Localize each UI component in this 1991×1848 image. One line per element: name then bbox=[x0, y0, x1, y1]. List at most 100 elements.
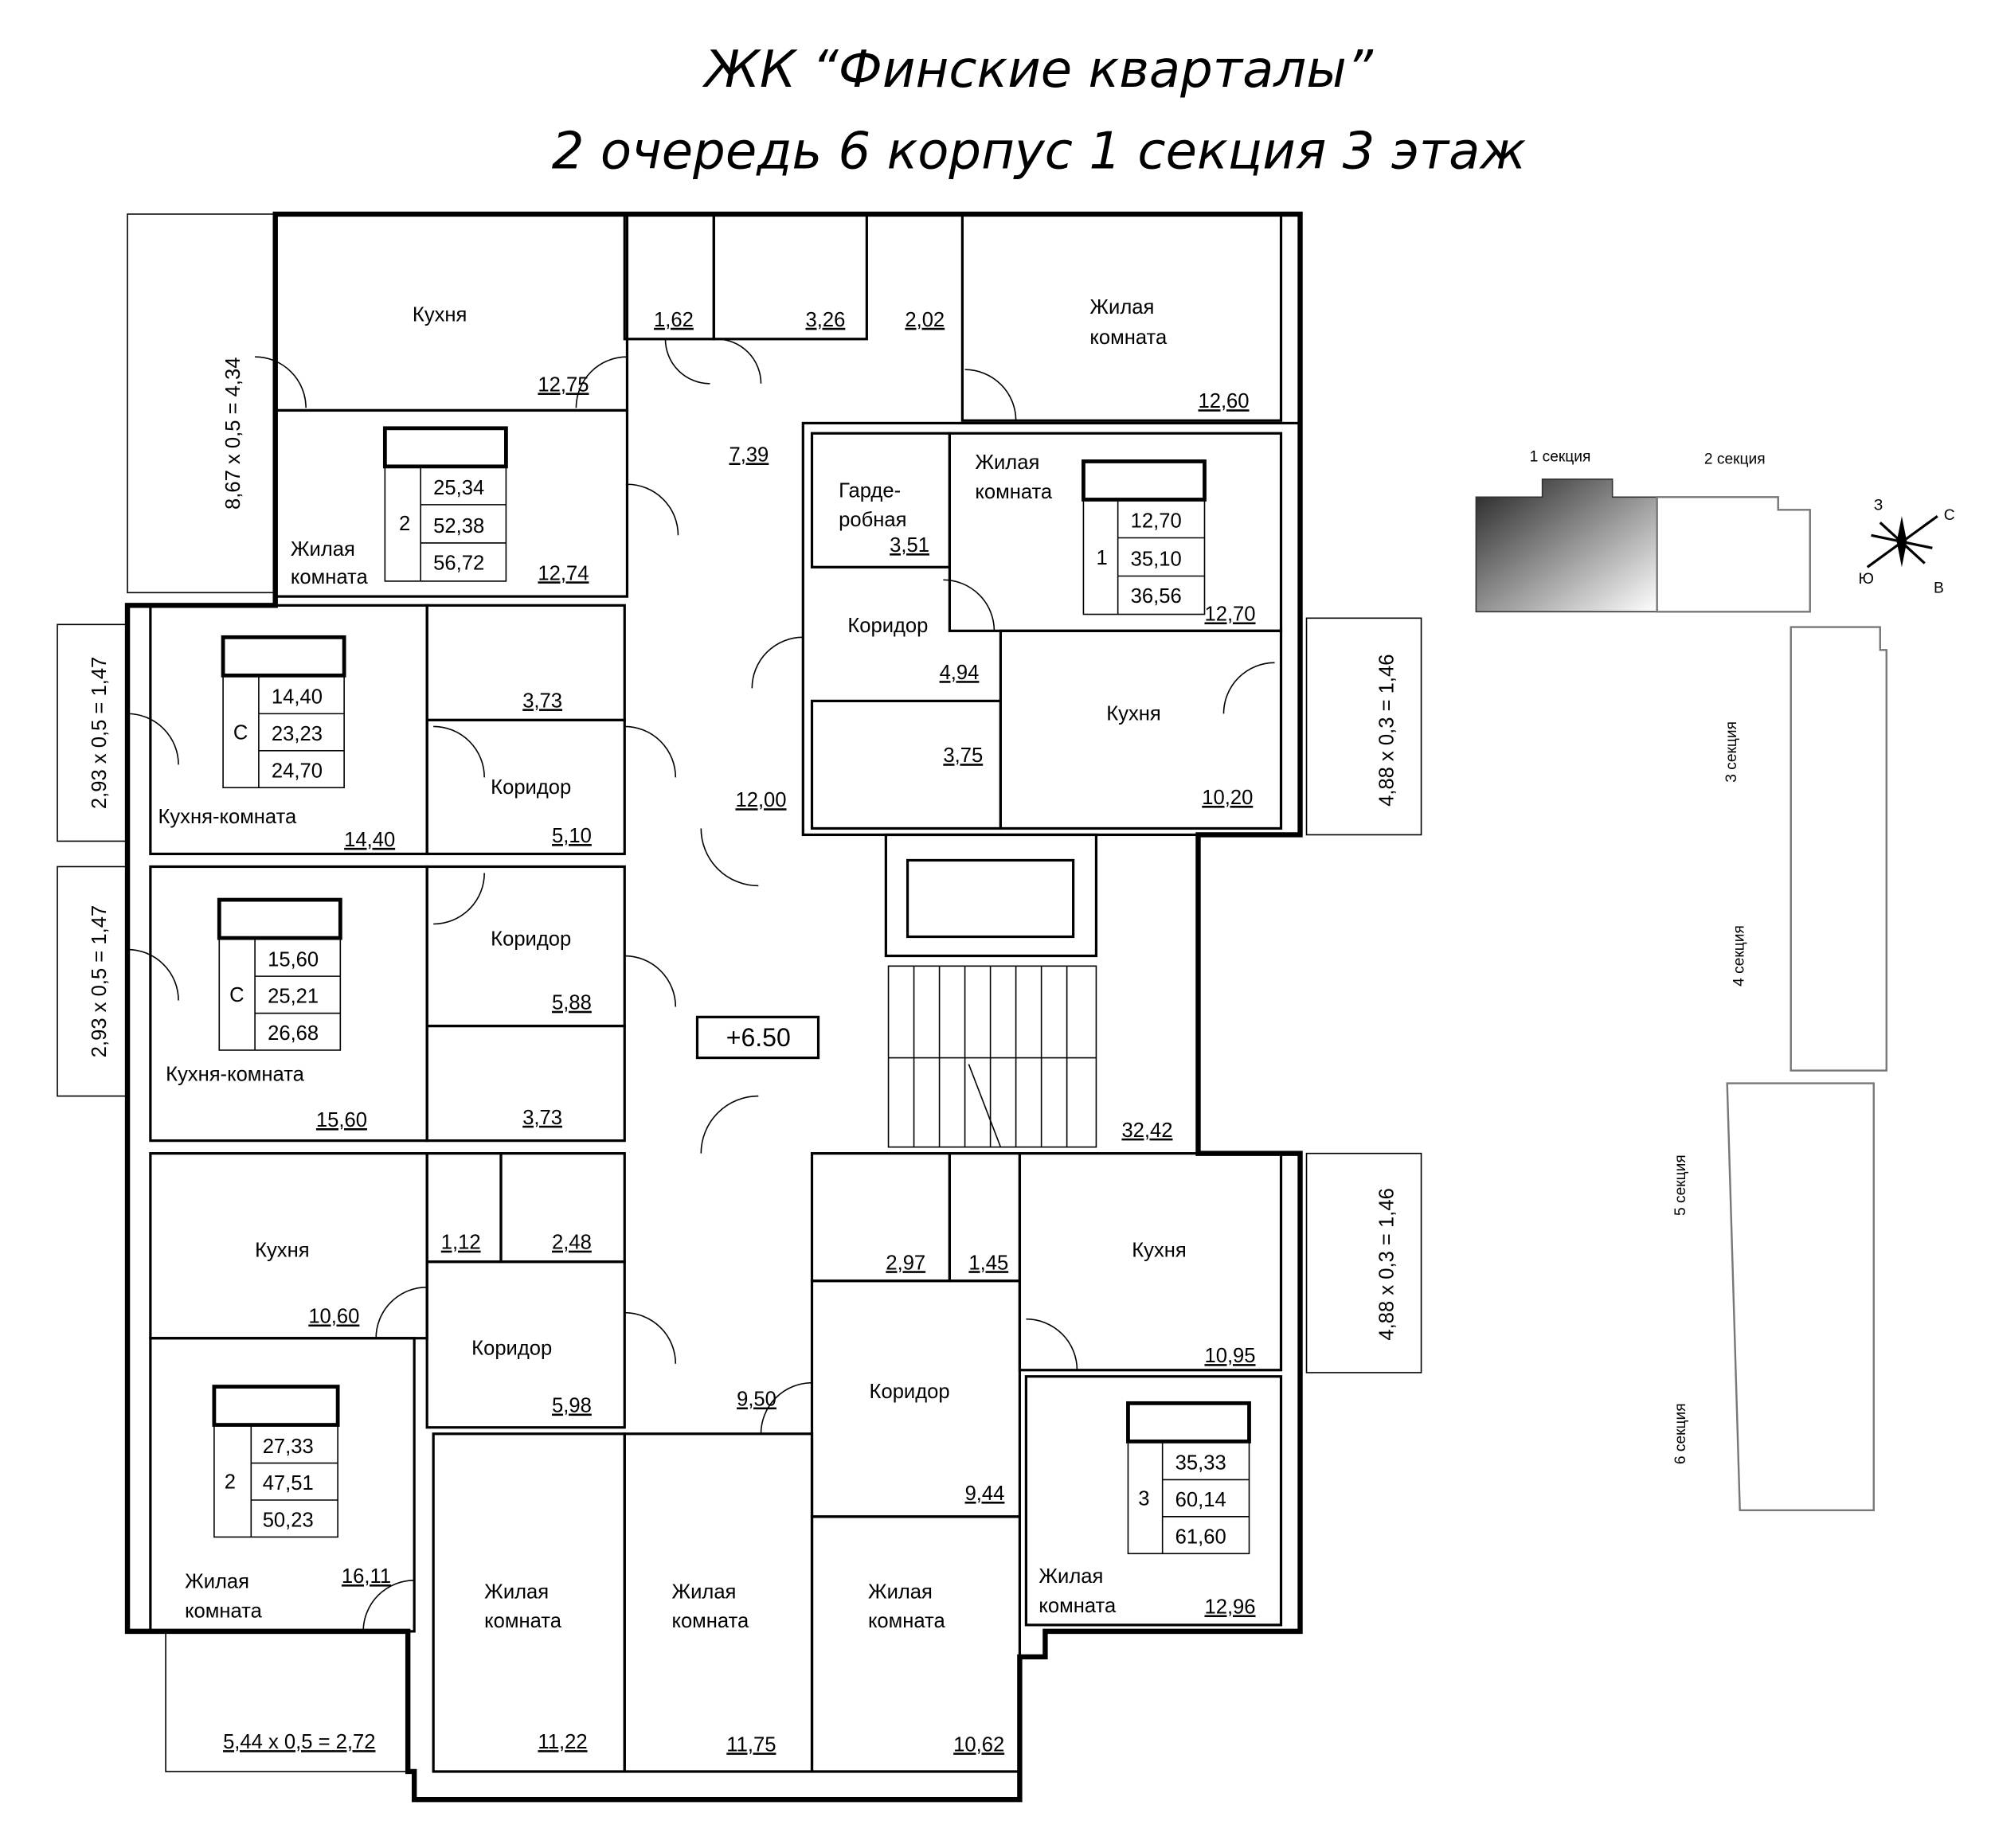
key-plan-section-label: 1 секция bbox=[1530, 448, 1591, 465]
room-area: 10,62 bbox=[953, 1733, 1004, 1756]
key-plan-section-label: 3 секция bbox=[1723, 721, 1740, 783]
room-area: 5,98 bbox=[552, 1395, 592, 1417]
balcony-dimension: 4,88 x 0,3 = 1,46 bbox=[1375, 654, 1398, 806]
room-area: 3,75 bbox=[943, 744, 983, 767]
compass-west: З bbox=[1874, 497, 1883, 514]
room-label: Жилая bbox=[291, 538, 355, 561]
room-area: 7,39 bbox=[729, 443, 769, 466]
room-label: Коридор bbox=[847, 615, 928, 637]
total-area: 47,51 bbox=[263, 1472, 314, 1494]
room-label: комната bbox=[1089, 326, 1168, 349]
room-label: комната bbox=[671, 1610, 749, 1632]
room-label: Коридор bbox=[870, 1381, 950, 1403]
room-area: 32,42 bbox=[1121, 1119, 1172, 1142]
compass-rose-icon: З С Ю В bbox=[1859, 497, 1955, 596]
total-area-with-balcony: 24,70 bbox=[272, 760, 323, 782]
room-area: 12,70 bbox=[1204, 604, 1255, 626]
room-label: Коридор bbox=[491, 776, 571, 799]
room-label: Кухня bbox=[255, 1239, 309, 1261]
room-label: комната bbox=[975, 481, 1053, 503]
room-label: Жилая bbox=[484, 1580, 549, 1603]
room-area: 3,73 bbox=[522, 690, 562, 712]
room-label: комната bbox=[1039, 1595, 1117, 1617]
living-area: 35,33 bbox=[1175, 1452, 1226, 1475]
living-area: 12,70 bbox=[1131, 510, 1182, 533]
room-label: робная bbox=[839, 509, 906, 531]
key-plan-section-label: 6 секция bbox=[1672, 1403, 1689, 1464]
room-area: 5,10 bbox=[552, 825, 592, 847]
title-floor: 2 очередь 6 корпус 1 секция 3 этаж bbox=[552, 122, 1527, 181]
compass-south: Ю bbox=[1859, 571, 1874, 588]
total-area: 23,23 bbox=[272, 723, 323, 745]
room-label: Жилая bbox=[1089, 296, 1154, 318]
balcony-dimension: 2,93 x 0,5 = 1,47 bbox=[88, 905, 111, 1057]
room-label: Кухня-комната bbox=[158, 806, 297, 828]
living-area: 25,34 bbox=[433, 477, 484, 499]
room-area: 12,60 bbox=[1198, 390, 1249, 412]
apartment-legend-2-room-top: 2 25,34 52,38 56,72 bbox=[382, 426, 508, 582]
room-label: Коридор bbox=[491, 928, 571, 951]
room-area: 15,60 bbox=[316, 1109, 367, 1131]
room-area: 3,73 bbox=[522, 1107, 562, 1129]
room-label: комната bbox=[868, 1610, 946, 1632]
room-label: комната bbox=[291, 566, 369, 588]
room-label: Жилая bbox=[1039, 1565, 1103, 1588]
compass-east: В bbox=[1934, 580, 1944, 596]
doors bbox=[127, 338, 1275, 1631]
room-label: Жилая bbox=[975, 451, 1039, 474]
total-area-with-balcony: 56,72 bbox=[433, 553, 484, 575]
room-area: 1,12 bbox=[441, 1232, 481, 1254]
room-area: 2,02 bbox=[905, 309, 945, 331]
room-label: Жилая bbox=[185, 1570, 249, 1592]
total-area-with-balcony: 36,56 bbox=[1131, 585, 1182, 608]
room-area: 11,75 bbox=[726, 1733, 776, 1756]
room-area: 12,96 bbox=[1204, 1596, 1255, 1618]
living-area: 14,40 bbox=[272, 686, 323, 709]
room-area: 3,26 bbox=[806, 309, 846, 331]
apartment-legend-3-room: 3 35,33 60,14 61,60 bbox=[1126, 1401, 1251, 1555]
total-area-with-balcony: 61,60 bbox=[1175, 1526, 1226, 1548]
balcony-dimension: 4,88 x 0,3 = 1,46 bbox=[1375, 1188, 1398, 1340]
room-area: 2,48 bbox=[552, 1232, 592, 1254]
room-area: 1,62 bbox=[654, 309, 694, 331]
room-area: 10,95 bbox=[1204, 1345, 1255, 1367]
walls bbox=[124, 211, 1303, 1803]
room-label: комната bbox=[484, 1610, 562, 1632]
balcony-dimension: 2,93 x 0,5 = 1,47 bbox=[88, 657, 111, 809]
room-label: Кухня-комната bbox=[166, 1063, 305, 1085]
apartment-legend-studio-top: С 14,40 23,23 24,70 bbox=[221, 635, 346, 789]
room-area: 12,00 bbox=[735, 789, 786, 811]
apartment-type: С bbox=[229, 984, 244, 1006]
level-mark: +6.50 bbox=[695, 1015, 820, 1060]
room-area: 2,97 bbox=[886, 1252, 925, 1274]
apartment-legend-studio-bottom: С 15,60 25,21 26,68 bbox=[217, 897, 342, 1051]
room-area: 10,20 bbox=[1202, 787, 1253, 809]
room-area: 3,51 bbox=[890, 534, 929, 557]
apartment-type: 2 bbox=[225, 1471, 236, 1494]
room-label: Гарде- bbox=[839, 479, 901, 502]
key-plan-section-label: 5 секция bbox=[1672, 1155, 1689, 1216]
room-area: 14,40 bbox=[344, 829, 395, 851]
room-label: Коридор bbox=[471, 1338, 552, 1360]
living-area: 27,33 bbox=[263, 1436, 314, 1458]
room-area: 9,44 bbox=[965, 1483, 1005, 1505]
room-area: 11,22 bbox=[538, 1731, 587, 1753]
room-area: 9,50 bbox=[737, 1389, 776, 1411]
apartment-type: 3 bbox=[1138, 1487, 1149, 1510]
level-mark-value: +6.50 bbox=[726, 1023, 791, 1052]
apartment-type: С bbox=[233, 721, 248, 744]
key-plan: 1 секция 2 секция 3 секция 4 секция 5 се… bbox=[1475, 448, 1887, 1512]
room-label: Кухня bbox=[1132, 1239, 1186, 1261]
total-area: 25,21 bbox=[268, 986, 319, 1008]
key-plan-section-label: 2 секция bbox=[1704, 451, 1766, 468]
room-label: Жилая bbox=[671, 1580, 736, 1603]
room-label: Кухня bbox=[413, 303, 467, 326]
total-area-with-balcony: 50,23 bbox=[263, 1510, 314, 1532]
key-plan-section-1-highlighted bbox=[1475, 479, 1658, 613]
total-area: 35,10 bbox=[1131, 549, 1182, 571]
total-area-with-balcony: 26,68 bbox=[268, 1022, 319, 1045]
room-area: 12,74 bbox=[538, 562, 589, 584]
title-complex: ЖК “Финские кварталы” bbox=[702, 41, 1374, 100]
